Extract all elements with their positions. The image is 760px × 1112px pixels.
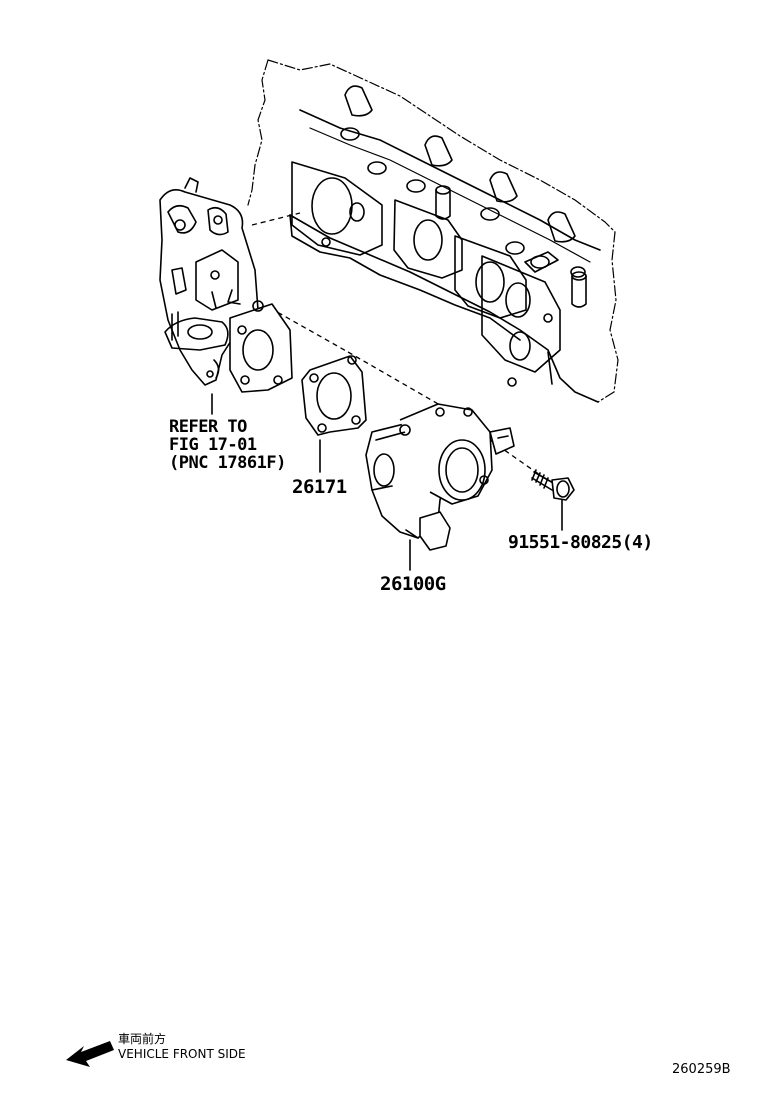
vehicle-front-arrow-icon [66,1041,114,1067]
refer-note-line-2: FIG 17-01 [169,435,257,455]
part-number-throttle-body: 26100G [380,573,446,595]
cylinder-head-drawing [247,59,619,403]
figure-code: 260259B [672,1062,731,1077]
gasket-drawing [301,355,367,436]
refer-note-line-3: (PNC 17861F) [169,453,286,473]
bolt-drawing [531,469,575,501]
refer-note-line-1: REFER TO [169,417,247,437]
refer-note: REFER TO FIG 17-01 (PNC 17861F) [169,418,286,472]
throttle-body-drawing [365,403,515,551]
vehicle-front-label-en: VEHICLE FRONT SIDE [118,1047,246,1061]
vehicle-front-label-cn: 車両前方 [118,1032,167,1046]
part-number-bolt: 91551-80825(4) [508,532,653,553]
intake-manifold-drawing [159,177,293,393]
part-number-gasket: 26171 [292,476,347,498]
